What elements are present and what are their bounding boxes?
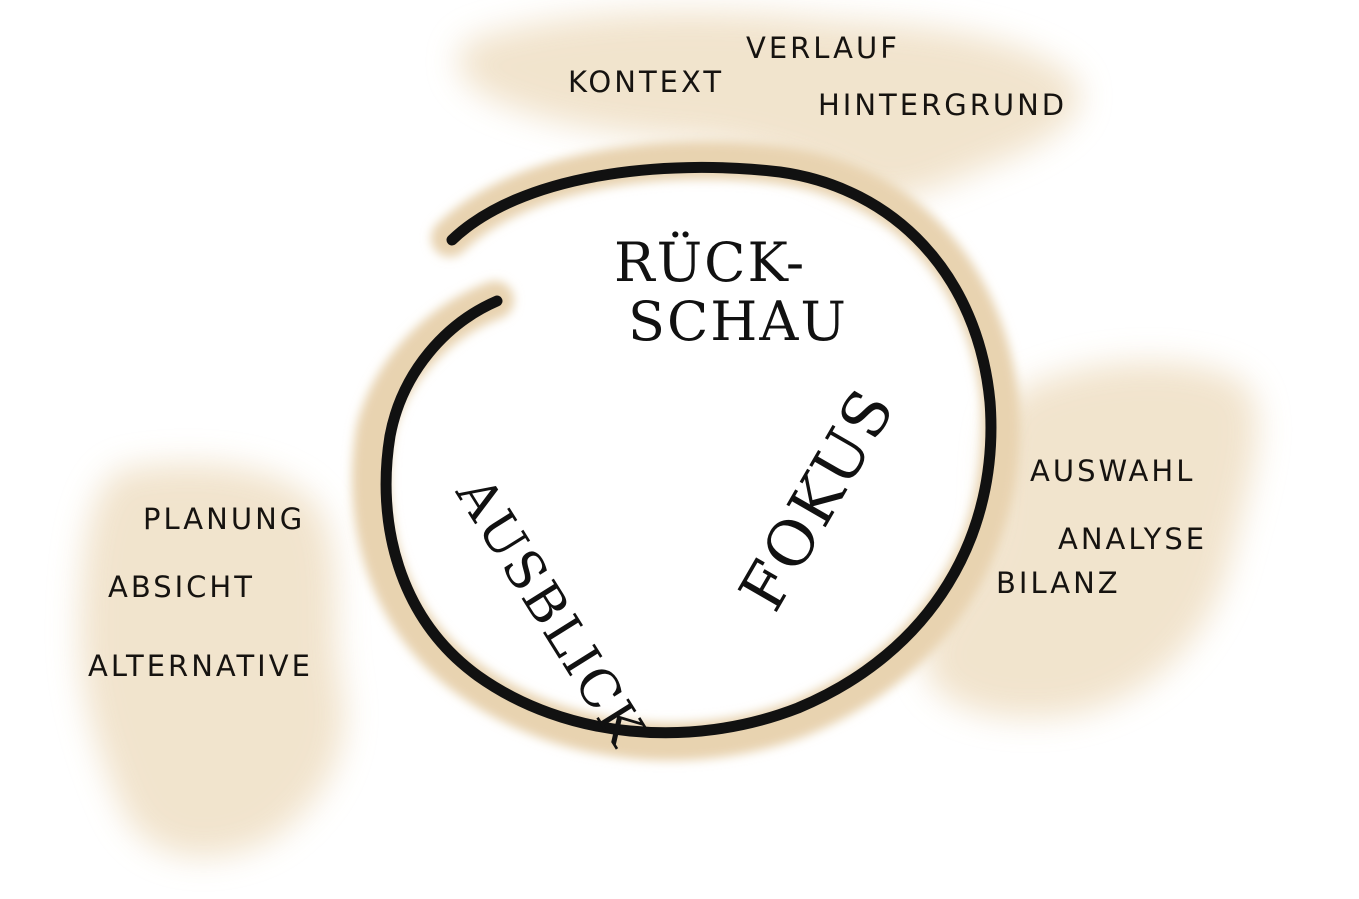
top-label-group: KONTEXT VERLAUF HINTERGRUND [568,31,1067,122]
label-kontext: KONTEXT [568,65,724,99]
ring-ink-stroke [380,161,997,739]
cycle-ring [351,141,1020,761]
right-label-group: AUSWAHL ANALYSE BILANZ [996,454,1207,600]
phase-fokus: FOKUS [725,376,910,623]
phase-rueckschau-line2: SCHAU [628,290,848,353]
label-analyse: ANALYSE [1058,522,1207,556]
left-label-group: PLANUNG ABSICHT ALTERNATIVE [88,502,313,683]
label-verlauf: VERLAUF [746,31,900,65]
label-planung: PLANUNG [143,502,305,536]
label-absicht: ABSICHT [108,570,255,604]
label-auswahl: AUSWAHL [1030,454,1195,488]
label-hintergrund: HINTERGRUND [818,88,1067,122]
label-bilanz: BILANZ [996,566,1121,600]
ring-brush-underlay [351,141,1020,761]
top-wash [458,11,1081,199]
left-wash [80,463,345,858]
phase-rueckschau-line1: RÜCK- [614,230,806,294]
label-alternative: ALTERNATIVE [88,649,313,683]
